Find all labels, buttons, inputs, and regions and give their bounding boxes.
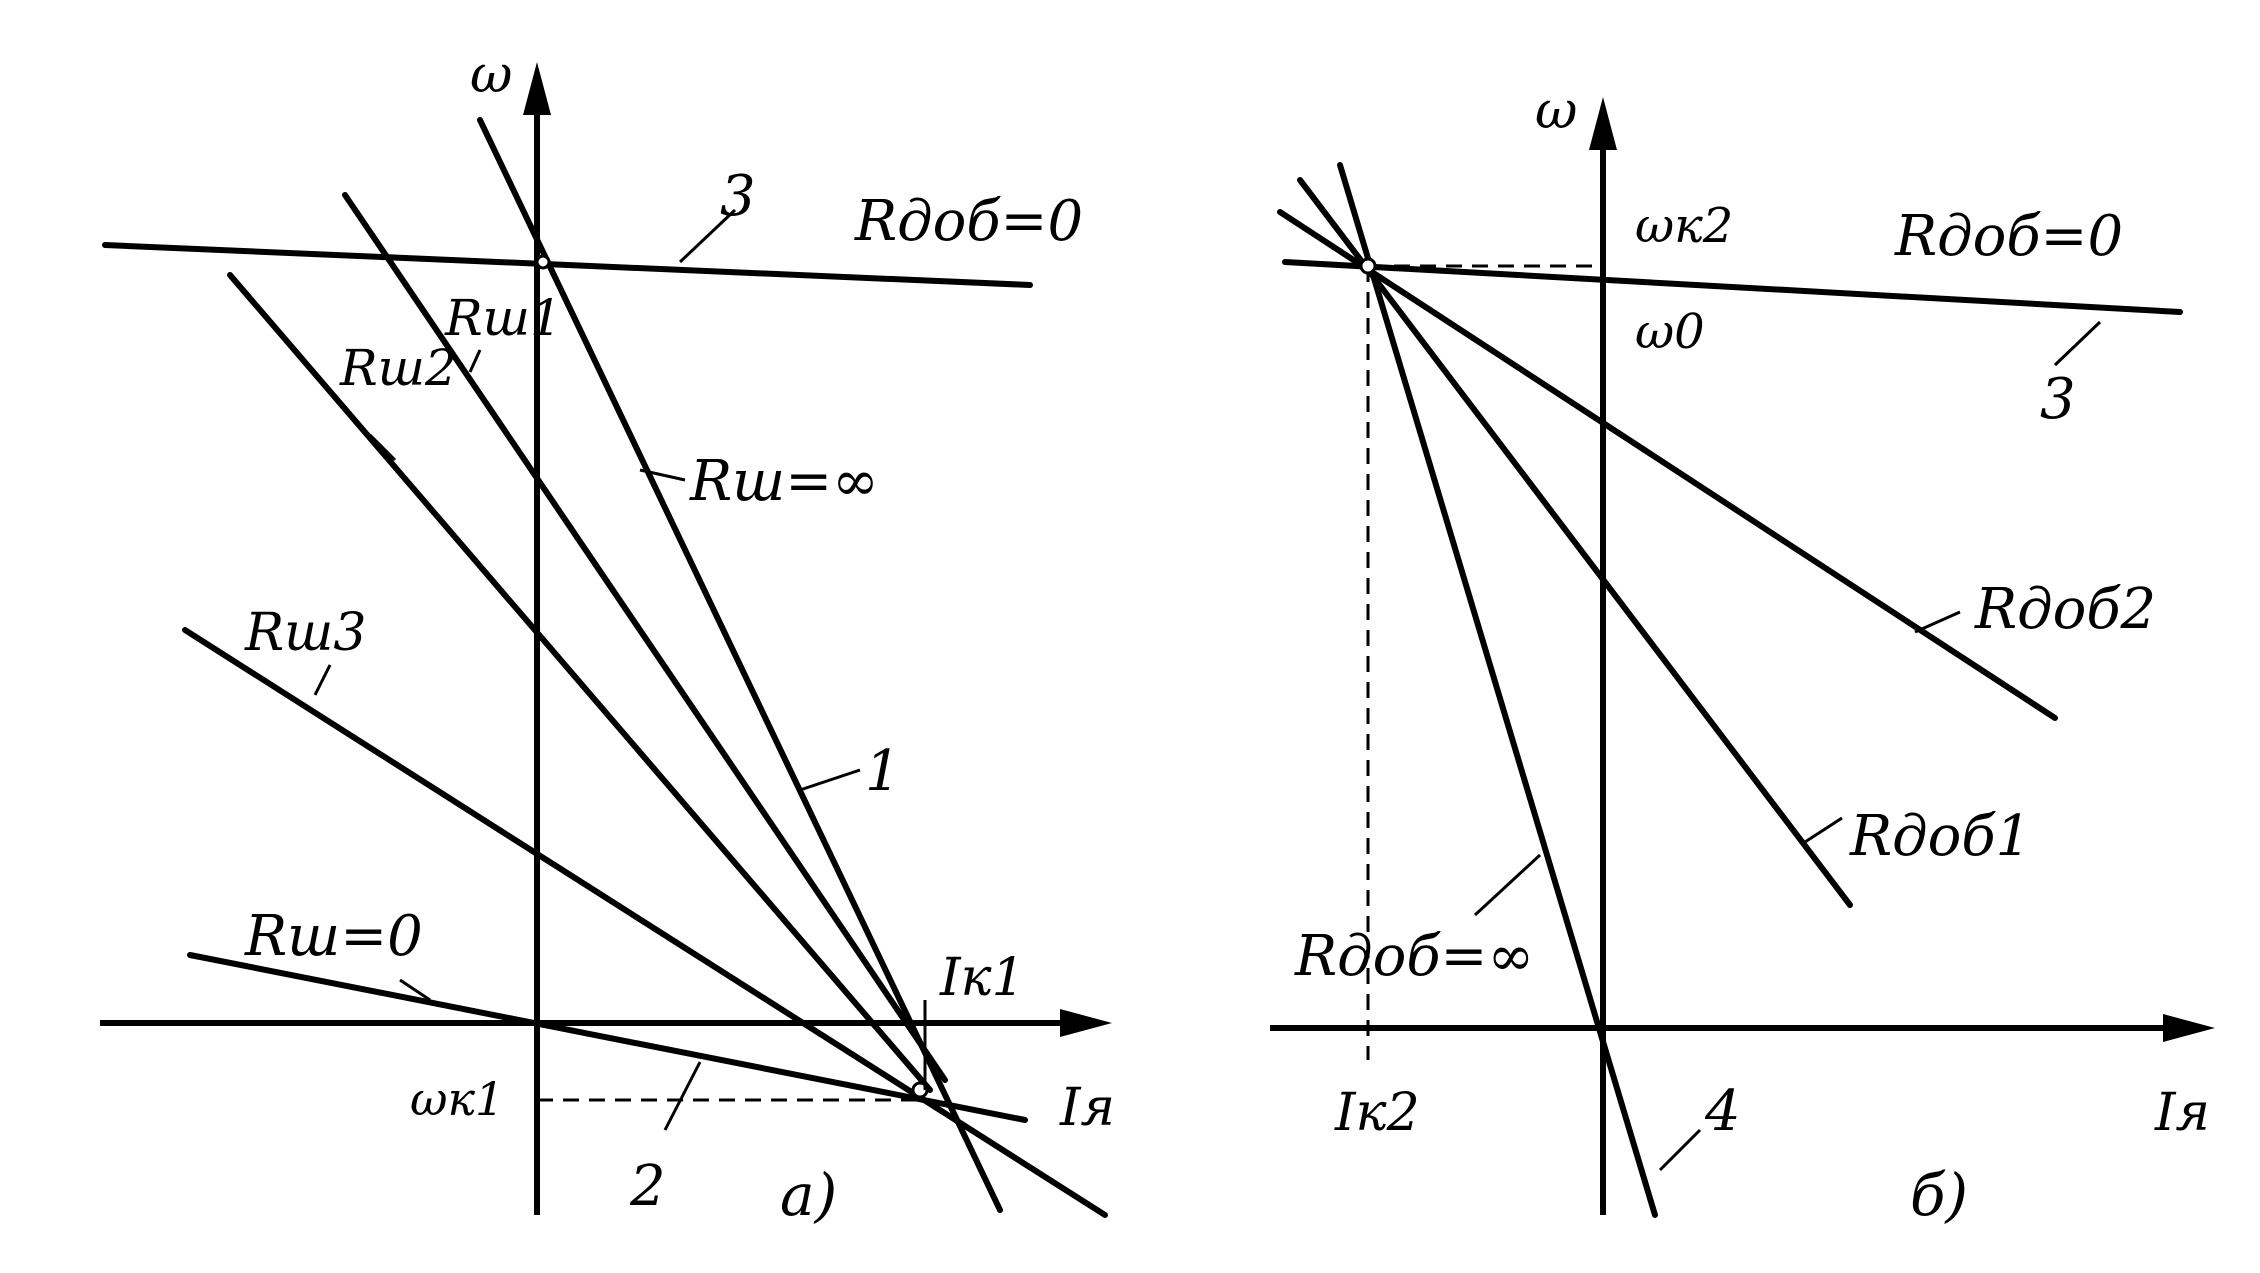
- panel-b-label-4: 4: [1704, 1079, 1741, 1144]
- panel-b-label-r-dob-zero: Rдоб=0: [1894, 204, 2123, 269]
- panel-a-x-axis-label: Iя: [1059, 1078, 1115, 1138]
- panel-a-label-r-sh-inf: Rш=∞: [689, 449, 879, 514]
- panel-b-line-r-dob-zero: [1282, 259, 2183, 315]
- panel-b-label-i-k2: Iк2: [1334, 1083, 1420, 1143]
- panel-b-label-3: 3: [2040, 367, 2076, 432]
- panel-b-x-arrowhead: [2163, 1014, 2215, 1042]
- panel-b-short-circuit-point: [1359, 257, 1377, 275]
- panel-a-line-r-sh-zero: [187, 952, 1028, 1123]
- panel-a-leader-3: [678, 208, 737, 264]
- panel-b-y-axis-label: ω: [1535, 81, 1577, 141]
- panel-b-x-axis-label: Iя: [2154, 1083, 2210, 1143]
- panel-b-label-omega-k2: ωк2: [1635, 198, 1733, 254]
- panel-a-leader-r-sh1: [468, 349, 482, 373]
- panel-b-label-r-dob-inf: Rдоб=∞: [1294, 924, 1534, 989]
- panel-a-y-axis-label: ω: [470, 45, 512, 105]
- panel-a-leader-r-sh-zero: [399, 978, 431, 1002]
- panel-a-x-arrowhead: [1060, 1009, 1112, 1037]
- panel-b-leader-4: [1658, 1128, 1702, 1172]
- panel-a-label-omega-k1: ωк1: [410, 1072, 504, 1126]
- panel-b-leader-3: [2053, 320, 2102, 367]
- panel-a-line-r-sh2: [227, 272, 933, 1093]
- panel-a-line-r-sh3: [182, 627, 1108, 1218]
- panel-b-leader-r-dob-inf: [1473, 853, 1542, 917]
- panel-a-leader-r-sh-inf: [639, 468, 686, 482]
- panel-a-line-r-sh1: [342, 192, 948, 1083]
- panel-a-leader-r-sh3: [313, 664, 332, 696]
- panel-a-label-r-sh1: Rш1: [444, 289, 562, 347]
- panel-a-leader-r-sh2: [368, 433, 397, 462]
- panel-b-line-r-dob-inf: [1337, 162, 1658, 1218]
- panel-a-caption: a): [780, 1161, 837, 1229]
- panel-b-label-r-dob1: Rдоб1: [1849, 804, 2031, 869]
- panel-a: ω Iя Rдоб=0 3 Rш1 Rш2 Rш=∞ Rш3 1 Rш=0 Iк…: [100, 45, 1115, 1229]
- panel-a-label-3: 3: [720, 164, 756, 229]
- panel-a-label-2: 2: [629, 1154, 666, 1219]
- panel-b-line-r-dob1: [1297, 177, 1853, 908]
- panel-b-label-omega-0: ω0: [1635, 304, 1705, 360]
- panel-a-label-1: 1: [865, 739, 901, 804]
- panel-a-label-i-k1: Iк1: [939, 948, 1025, 1008]
- panel-a-label-r-sh3: Rш3: [244, 603, 367, 663]
- panel-a-label-r-sh2: Rш2: [339, 339, 457, 397]
- panel-a-leader-1: [799, 768, 861, 792]
- panel-a-label-r-sh-zero: Rш=0: [244, 904, 423, 969]
- panel-b-caption: б): [1910, 1161, 1968, 1229]
- panel-a-line-r-dob-zero: [102, 242, 1033, 288]
- panel-b-leader-r-dob2: [1914, 610, 1961, 634]
- panel-a-y-arrowhead: [523, 62, 551, 115]
- panel-b-label-r-dob2: Rдоб2: [1974, 577, 2156, 642]
- panel-b-y-arrowhead: [1589, 97, 1617, 150]
- panel-a-leader-2: [663, 1061, 702, 1131]
- panel-b-line-r-dob2: [1277, 209, 2058, 721]
- panel-a-label-r-dob-zero: Rдоб=0: [854, 189, 1083, 254]
- panel-b-leader-r-dob1: [1804, 816, 1843, 844]
- panel-a-no-load-point: [535, 254, 551, 270]
- panel-b: ω Iя ωк2 ω0 Rдоб=0 3 Rдоб2 Rдоб1 Rдоб=∞ …: [1270, 81, 2215, 1229]
